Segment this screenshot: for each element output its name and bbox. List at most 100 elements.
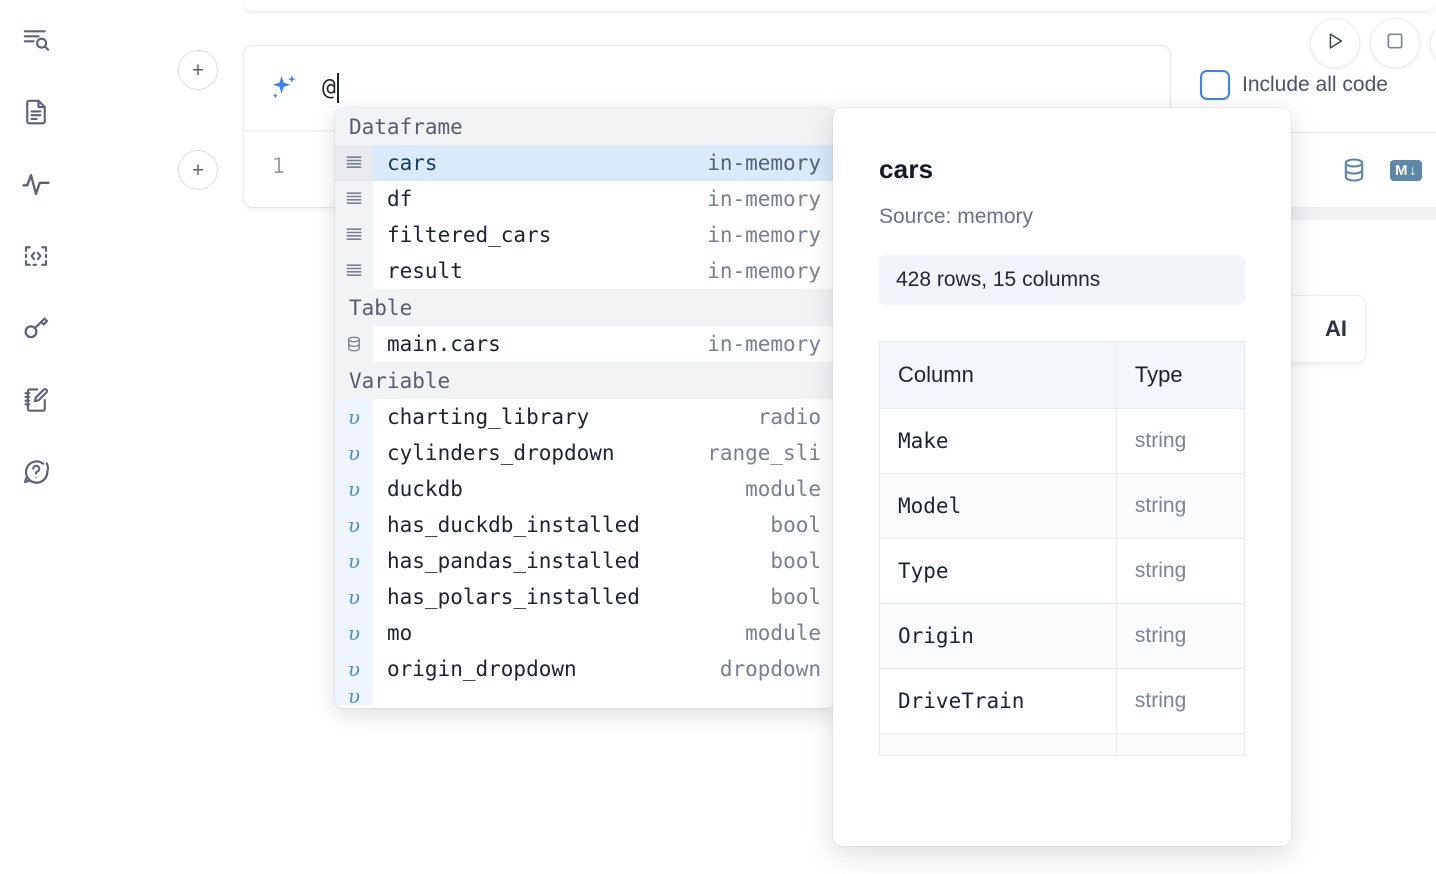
code-brackets-icon	[21, 241, 51, 271]
schema-column-name: Type	[879, 538, 1117, 604]
autocomplete-item-name: cylinders_dropdown	[387, 441, 615, 465]
markdown-icon[interactable]: M↓	[1390, 159, 1422, 181]
autocomplete-item-type: radio	[757, 405, 821, 429]
autocomplete-item-name: has_duckdb_installed	[387, 513, 640, 537]
include-all-code-checkbox[interactable]	[1200, 70, 1230, 100]
schema-column-name: Model	[879, 473, 1117, 539]
ai-prompt-input[interactable]: @	[322, 68, 1170, 108]
dataframe-icon	[335, 217, 373, 253]
autocomplete-item-type: in-memory	[707, 332, 821, 356]
sidebar-item-variables-activity[interactable]	[14, 162, 58, 206]
autocomplete-item-type: bool	[770, 549, 821, 573]
database-icon	[335, 326, 373, 362]
autocomplete-item-type: in-memory	[707, 151, 821, 175]
more-options-button[interactable]	[1430, 18, 1436, 68]
info-panel-source: Source: memory	[879, 205, 1034, 228]
variable-icon: υ	[335, 579, 373, 615]
notebook-pencil-icon	[21, 385, 51, 415]
line-number: 1	[272, 154, 285, 178]
autocomplete-section-header: Dataframe	[335, 108, 835, 145]
schema-column-name: Origin	[879, 603, 1117, 669]
run-button[interactable]	[1310, 18, 1360, 68]
database-icon[interactable]	[1340, 156, 1368, 184]
schema-table-header-row: Column Type	[879, 341, 1246, 409]
document-text-icon	[21, 97, 51, 127]
key-icon	[21, 313, 51, 343]
previous-cell-edge	[243, 0, 1436, 12]
variable-icon: υ	[335, 687, 373, 705]
autocomplete-item-name: result	[387, 259, 463, 283]
autocomplete-item-type: module	[745, 621, 821, 645]
variable-icon: υ	[335, 651, 373, 687]
ai-prompt-value: @	[322, 75, 337, 101]
autocomplete-item-name: filtered_cars	[387, 223, 552, 247]
plus-icon: +	[191, 58, 205, 82]
run-controls	[1310, 18, 1436, 68]
autocomplete-item[interactable]: result in-memory	[335, 253, 835, 289]
autocomplete-item-name: mo	[387, 621, 413, 645]
sidebar-item-documentation[interactable]	[14, 90, 58, 134]
autocomplete-item[interactable]: υ has_pandas_installed bool	[335, 543, 835, 579]
autocomplete-section-header: Variable	[335, 362, 835, 399]
autocomplete-item-type: range_sli	[707, 441, 821, 465]
autocomplete-item[interactable]: main.cars in-memory	[335, 326, 835, 362]
schema-column-name: DriveTrain	[879, 668, 1117, 734]
variable-icon: υ	[335, 471, 373, 507]
sidebar-item-file-explorer-search[interactable]	[14, 18, 58, 62]
add-cell-button-bottom[interactable]: +	[178, 150, 218, 190]
autocomplete-item[interactable]: υ has_duckdb_installed bool	[335, 507, 835, 543]
autocomplete-item[interactable]: filtered_cars in-memory	[335, 217, 835, 253]
schema-header-column: Column	[879, 341, 1117, 409]
autocomplete-item-name: charting_library	[387, 405, 590, 429]
ai-card-label: AI	[1325, 316, 1347, 341]
schema-column-type: string	[1115, 668, 1246, 734]
sidebar-item-help[interactable]	[14, 450, 58, 494]
autocomplete-item-name: main.cars	[387, 332, 501, 356]
sidebar-item-snippets[interactable]	[14, 234, 58, 278]
include-all-code-label: Include all code	[1242, 73, 1388, 96]
list-search-icon	[21, 25, 51, 55]
dataframe-info-panel: cars Source: memory 428 rows, 15 columns…	[833, 108, 1291, 846]
autocomplete-item-name: has_pandas_installed	[387, 549, 640, 573]
play-icon	[1324, 30, 1346, 57]
autocomplete-item-type: in-memory	[707, 223, 821, 247]
markdown-arrow: ↓	[1409, 161, 1417, 179]
add-cell-button-top[interactable]: +	[178, 50, 218, 90]
activity-pulse-icon	[21, 169, 51, 199]
variable-icon: υ	[335, 507, 373, 543]
autocomplete-item-type: in-memory	[707, 259, 821, 283]
variable-icon: υ	[335, 543, 373, 579]
sidebar-rail	[0, 0, 72, 874]
autocomplete-item-name: duckdb	[387, 477, 463, 501]
variable-icon: υ	[335, 615, 373, 651]
sidebar-item-secrets[interactable]	[14, 306, 58, 350]
text-caret	[337, 73, 340, 103]
sidebar-item-scratchpad[interactable]	[14, 378, 58, 422]
autocomplete-item-name: df	[387, 187, 413, 211]
square-stop-icon	[1385, 31, 1405, 56]
dataframe-icon	[335, 253, 373, 289]
table-row-partial	[879, 733, 1246, 756]
schema-column-type: string	[1115, 473, 1246, 539]
include-all-code-row[interactable]: Include all code	[1200, 70, 1388, 100]
stop-button[interactable]	[1370, 18, 1420, 68]
autocomplete-item-type: bool	[770, 513, 821, 537]
autocomplete-item-partial[interactable]: υ	[335, 687, 835, 705]
info-panel-shape-badge: 428 rows, 15 columns	[879, 255, 1245, 305]
schema-column-type: string	[1115, 408, 1246, 474]
